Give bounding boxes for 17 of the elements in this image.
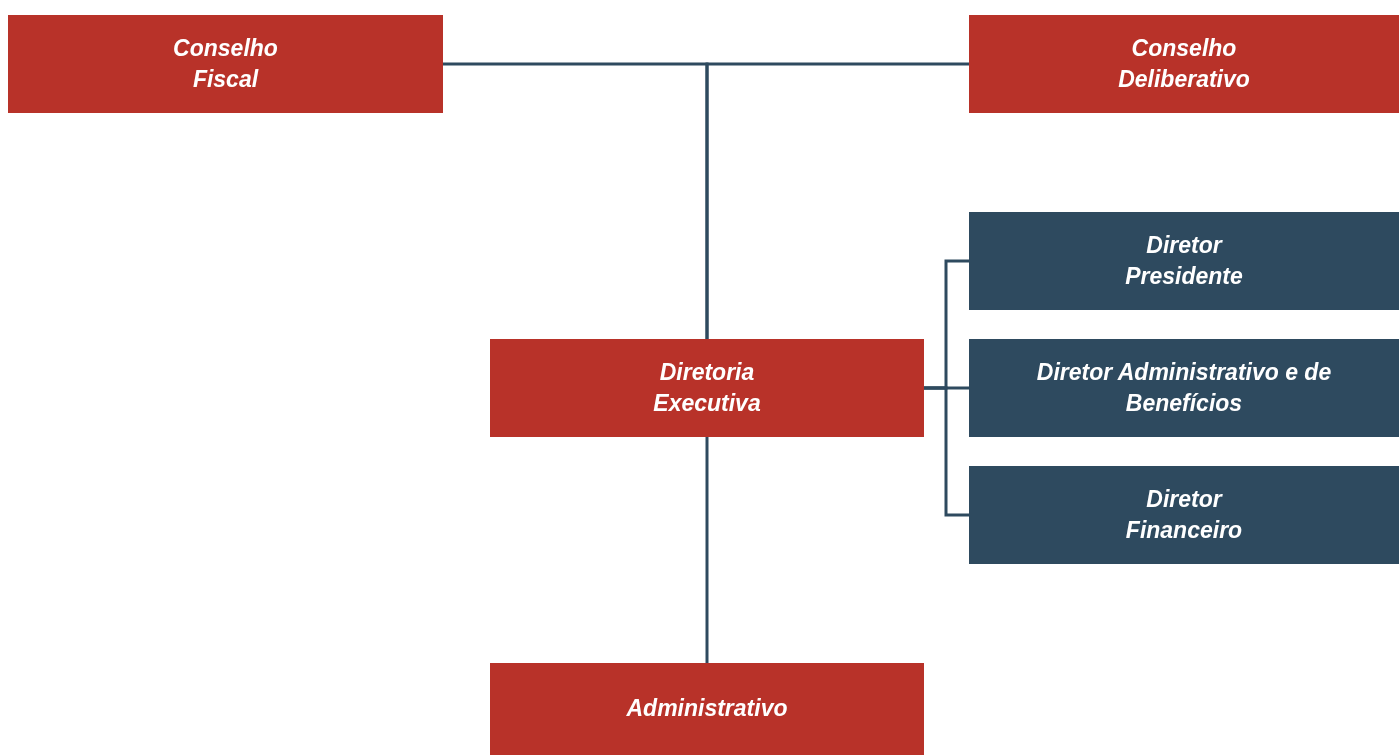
box-title: Conselho Deliberativo — [1117, 33, 1251, 94]
box-title: Administrativo — [626, 694, 788, 724]
box-title: Conselho Fiscal — [172, 33, 279, 94]
org-box — [490, 339, 924, 437]
org-box — [8, 15, 443, 113]
box-title: Diretor Administrativo e de Benefícios — [1035, 357, 1333, 418]
box-title: Diretor Presidente — [1124, 230, 1244, 291]
box-title: Diretoria Executiva — [652, 357, 762, 418]
org-box — [969, 15, 1399, 113]
org-box — [969, 212, 1399, 310]
org-box — [969, 466, 1399, 564]
connector-line — [924, 386, 969, 517]
org-box — [969, 339, 1399, 437]
connector-line — [705, 437, 709, 663]
org-box — [490, 663, 924, 755]
connector-line — [705, 62, 969, 339]
box-title: Diretor Financeiro — [1124, 484, 1244, 545]
